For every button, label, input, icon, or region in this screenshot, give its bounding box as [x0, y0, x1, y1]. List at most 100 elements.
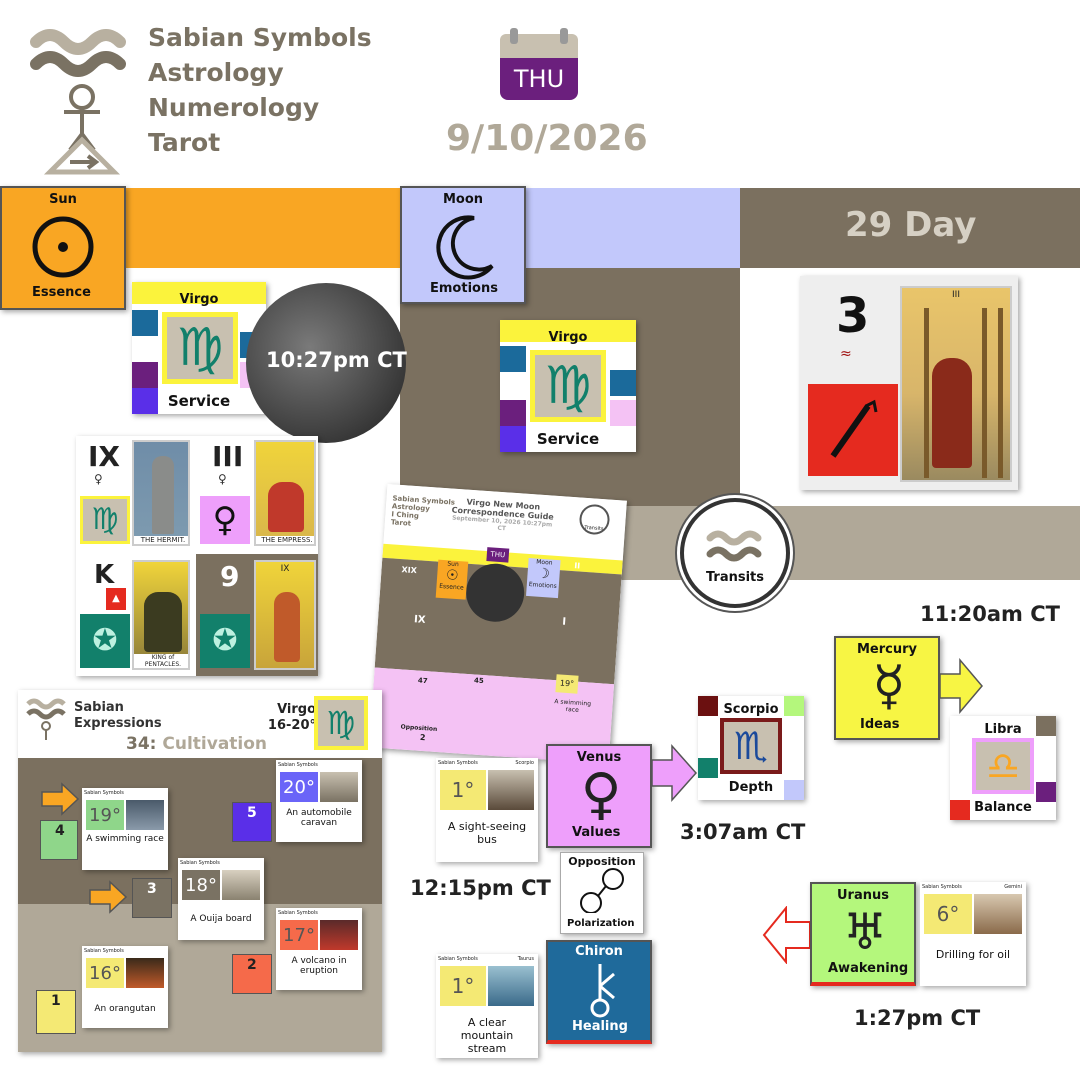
guide-num: 47 — [417, 676, 428, 686]
mercury-icon: ☿ — [872, 654, 906, 717]
moon-title: Moon — [442, 192, 484, 207]
day-band — [740, 188, 1080, 268]
aquarius-icon: ≈ — [840, 346, 852, 362]
guide-brand: Sabian Symbols Astrology I Ching Tarot — [391, 494, 456, 530]
expressions-range: 16-20° — [267, 718, 316, 733]
venus-mini-card: ♀ — [200, 496, 250, 544]
three-wands-card: III — [900, 286, 1012, 482]
opposition-time: 12:15pm CT — [410, 876, 551, 900]
moon-sign-keyword: Service — [536, 430, 600, 448]
card-degree: 6° — [924, 894, 972, 934]
sun-title: Sun — [49, 192, 77, 207]
card-degree: 16° — [86, 958, 124, 988]
card-text: A Ouija board — [190, 914, 252, 924]
tarot-caption: KING of PENTACLES. — [134, 654, 188, 668]
guide-moon: Moon ☽ Emotions — [526, 557, 561, 599]
card-text: Drilling for oil — [935, 948, 1011, 961]
guide-numeral: I — [561, 616, 567, 628]
guide-numeral: II — [573, 561, 581, 571]
sun-keyword: Essence — [32, 285, 91, 300]
card-image — [974, 894, 1022, 934]
card-sign: Taurus — [517, 956, 534, 962]
king-pentacles-card: KING of PENTACLES. — [132, 560, 190, 670]
right-arrow-icon — [651, 744, 698, 802]
card-image — [222, 870, 260, 900]
number-badge: 4 — [40, 820, 78, 860]
guide-numeral: IX — [413, 614, 426, 626]
virgo-mini-card: ♍ — [314, 696, 368, 750]
hermit-numeral: IX — [88, 440, 121, 473]
sabian-card: Sabian Symbols Scorpio 1° A sight-seeing… — [436, 758, 538, 862]
card-degree: 18° — [182, 870, 220, 900]
right-arrow-icon — [939, 657, 984, 715]
sun-icon — [32, 216, 94, 278]
card-image — [320, 920, 358, 950]
scorpio-label: Scorpio — [723, 702, 779, 717]
expressions-panel: Sabian Expressions 34: Cultivation Virgo… — [18, 690, 382, 1052]
scorpio-keyword: Depth — [728, 780, 774, 795]
guide-thumbnail: Sabian Symbols Astrology I Ching Tarot V… — [369, 483, 627, 765]
sabian-card: Sabian Symbols 20° An automobile caravan — [276, 760, 362, 842]
venus-keyword: Values — [572, 825, 621, 840]
expressions-title-line: Expressions — [74, 716, 162, 731]
left-arrow-icon — [762, 905, 811, 965]
tarot-caption: IX — [280, 564, 290, 574]
guide-numeral: XIX — [401, 565, 418, 576]
card-image — [320, 772, 358, 802]
card-degree: 1° — [440, 966, 486, 1006]
card-sign: Gemini — [1004, 884, 1022, 890]
opposition-card: Opposition Polarization — [560, 852, 644, 934]
card-brand: Sabian Symbols — [84, 948, 124, 954]
expressions-title: Sabian Expressions — [74, 700, 162, 732]
uranus-keyword: Awakening — [828, 961, 909, 976]
virgo-mini-card: ♍ — [80, 496, 130, 544]
expressions-sign: Virgo 16-20° — [266, 702, 316, 734]
nine-numeral: 9 — [220, 560, 240, 593]
opposition-keyword: Polarization — [567, 918, 635, 929]
figure-icon: ♀ — [94, 472, 103, 486]
number-badge: 5 — [232, 802, 272, 842]
new-moon-time: 10:27pm CT — [266, 348, 407, 372]
card-brand: Sabian Symbols — [278, 910, 318, 916]
brand-line: Numerology — [148, 93, 320, 122]
sabian-card: Sabian Symbols Gemini 6° Drilling for oi… — [920, 882, 1026, 986]
sun-sign-label: Virgo — [179, 292, 219, 307]
aquarius-logo-icon — [26, 698, 66, 740]
virgo-icon: ♍ — [544, 356, 592, 416]
tarot-caption: THE HERMIT. — [134, 536, 188, 544]
brand-line: Astrology — [148, 58, 284, 87]
day-number: 3 — [836, 288, 870, 344]
number-badge: 3 — [132, 878, 172, 918]
scorpio-icon: ♏ — [720, 718, 782, 774]
brand-text: Sabian Symbols Astrology Numerology Taro… — [148, 20, 372, 160]
mercury-title: Mercury — [856, 642, 917, 657]
subtitle-text: Cultivation — [162, 734, 268, 754]
card-image — [488, 966, 534, 1006]
sabian-card: Sabian Symbols Taurus 1° A clear mountai… — [436, 954, 538, 1058]
guide-deg: 19° — [555, 674, 579, 694]
card-image — [126, 958, 164, 988]
libra-icon: ♎ — [972, 738, 1034, 794]
card-brand: Sabian Symbols — [278, 762, 318, 768]
moon-crescent-icon — [436, 215, 494, 280]
number-badge: 1 — [36, 990, 76, 1034]
date-label: 9/10/2026 — [446, 118, 648, 159]
day-label: 29 Day — [845, 205, 977, 245]
transits-wheel: Transits — [680, 498, 790, 608]
guide-num2: 2 — [419, 732, 426, 743]
card-degree: 1° — [440, 770, 486, 810]
calendar-icon: THU — [500, 28, 578, 100]
card-sign: Scorpio — [515, 760, 534, 766]
guide-sun-keyword: Essence — [438, 582, 464, 592]
chiron-keyword: Healing — [572, 1019, 628, 1034]
pentacle-mini-card: ✪ — [80, 614, 130, 668]
venus-title: Venus — [576, 750, 622, 765]
opposition-icon — [580, 868, 624, 913]
chiron-title: Chiron — [575, 944, 623, 959]
sabian-card: Sabian Symbols 17° A volcano in eruption — [276, 908, 362, 990]
opposition-title: Opposition — [568, 855, 636, 868]
red-triangle-icon: ▲ — [106, 588, 126, 610]
guide-sun: Sun ☉ Essence — [435, 559, 469, 600]
card-degree: 20° — [280, 772, 318, 802]
card-degree: 19° — [86, 800, 124, 830]
